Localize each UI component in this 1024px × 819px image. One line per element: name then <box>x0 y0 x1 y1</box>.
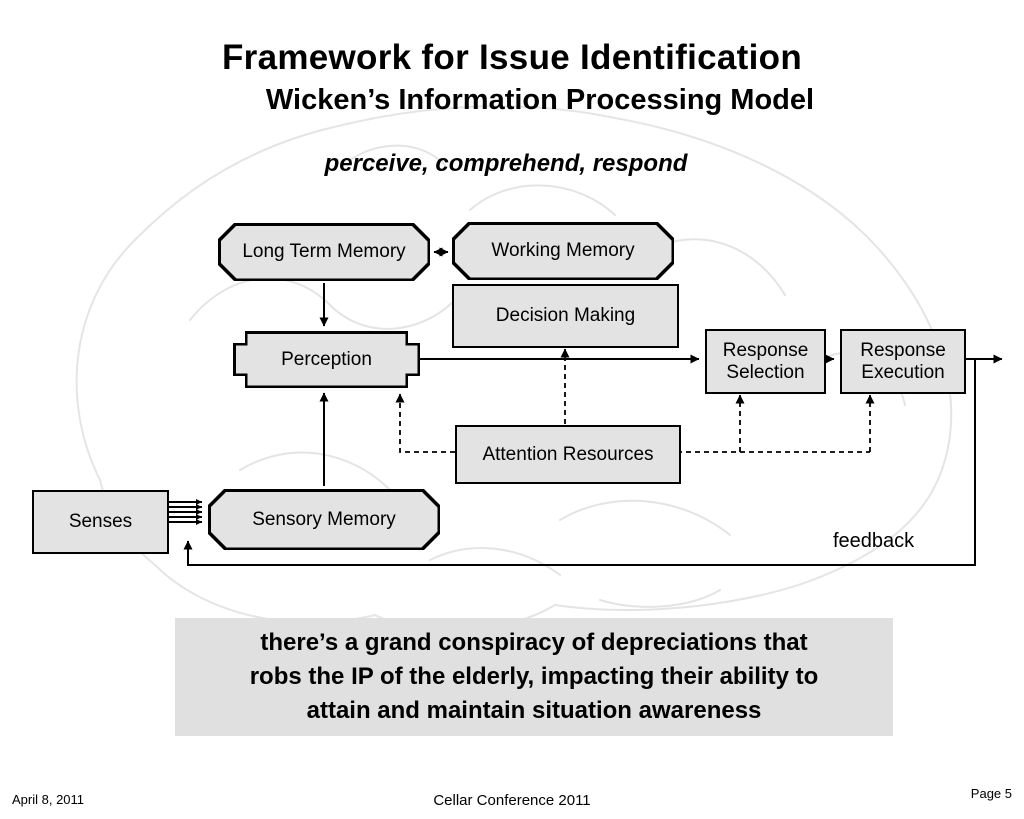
callout-line: attain and maintain situation awareness <box>306 697 762 724</box>
node-long-term-memory: Long Term Memory <box>218 223 430 281</box>
feedback-label: feedback <box>833 530 915 552</box>
node-attention-resources: Attention Resources <box>455 425 681 484</box>
footer-conference: Cellar Conference 2011 <box>433 792 591 809</box>
node-label: Decision Making <box>495 305 636 327</box>
node-perception: Perception <box>233 331 420 388</box>
node-shape: Sensory Memory <box>211 492 438 548</box>
node-shape: Working Memory <box>455 225 672 278</box>
dashed-attention-perception <box>395 393 455 453</box>
brain-gyrus <box>469 184 616 216</box>
node-label: Sensory Memory <box>252 508 396 530</box>
node-senses: Senses <box>32 490 169 554</box>
brain-gyrus <box>189 277 456 330</box>
node-decision-making: Decision Making <box>452 284 679 348</box>
callout-line: there’s a grand conspiracy of depreciati… <box>260 629 808 656</box>
footer-date: April 8, 2011 <box>12 792 85 807</box>
node-shape: Perception <box>236 334 418 386</box>
node-label: Response Execution <box>860 339 946 383</box>
node-response-execution: Response Execution <box>840 329 966 394</box>
node-response-selection: Response Selection <box>705 329 826 394</box>
footer-page-number: Page 5 <box>970 786 1012 801</box>
node-label: Working Memory <box>491 240 635 262</box>
node-label: Attention Resources <box>482 443 654 465</box>
node-label: Long Term Memory <box>242 241 406 263</box>
page-subtitle: Wicken’s Information Processing Model <box>265 84 815 116</box>
brain-gyrus <box>559 499 731 536</box>
node-label: Perception <box>281 348 372 370</box>
tagline: perceive, comprehend, respond <box>324 150 688 177</box>
node-shape: Long Term Memory <box>221 226 428 279</box>
node-label: Response Selection <box>722 339 809 383</box>
node-sensory-memory: Sensory Memory <box>208 489 440 550</box>
callout-line: robs the IP of the elderly, impacting th… <box>249 663 819 690</box>
callout-box: there’s a grand conspiracy of depreciati… <box>175 618 893 736</box>
node-label: Senses <box>68 511 133 533</box>
node-working-memory: Working Memory <box>452 222 674 280</box>
page-title: Framework for Issue Identification <box>221 38 803 77</box>
brain-cerebellum <box>599 589 721 608</box>
brain-gyrus <box>239 451 391 491</box>
brain-gyrus <box>429 547 561 576</box>
